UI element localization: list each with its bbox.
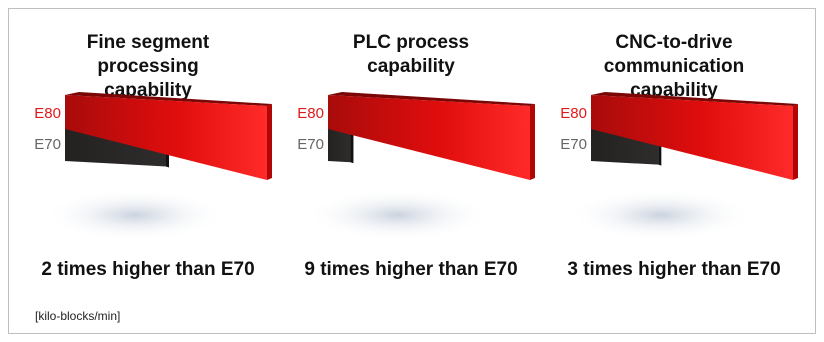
bar-shadow xyxy=(43,189,227,241)
bar-e70 xyxy=(328,125,351,163)
series-label-e70: E70 xyxy=(34,136,61,153)
bar-e80-top xyxy=(65,92,272,106)
bar-e80 xyxy=(591,95,793,180)
chart-panel-cnc-drive: CNC-to-drive communication capability E8… xyxy=(549,9,799,335)
unit-label: [kilo-blocks/min] xyxy=(35,309,121,323)
chart-title: PLC process capability xyxy=(352,32,470,77)
series-label-e80: E80 xyxy=(560,105,587,122)
series-label-e80: E80 xyxy=(34,105,61,122)
bar-e80 xyxy=(328,95,530,180)
bar-e80 xyxy=(65,95,267,180)
series-label-e70: E70 xyxy=(297,136,324,153)
bar-e80-side xyxy=(793,104,798,180)
series-label-e70: E70 xyxy=(560,136,587,153)
chart-caption: 3 times higher than E70 xyxy=(567,259,781,280)
bar-e80-side xyxy=(267,104,272,180)
bar-e80-side xyxy=(530,104,535,180)
bar-shadow xyxy=(306,189,490,241)
bar-e80-top xyxy=(591,92,798,106)
series-label-e80: E80 xyxy=(297,105,324,122)
bar-shadow xyxy=(569,189,753,241)
bar-e70-side xyxy=(350,126,354,164)
chart-caption: 9 times higher than E70 xyxy=(304,259,518,280)
chart-caption: 2 times higher than E70 xyxy=(41,259,255,280)
bar-e80-top xyxy=(328,92,535,106)
